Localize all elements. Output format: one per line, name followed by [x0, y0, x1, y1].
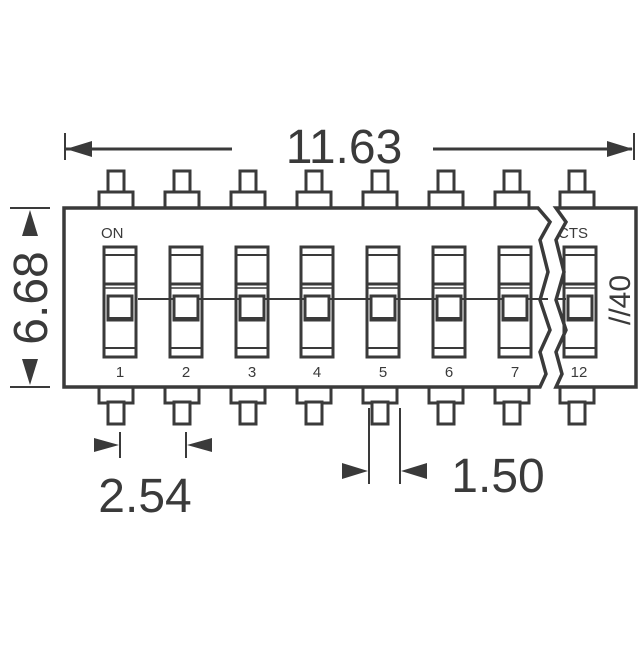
arrow-down-icon — [22, 359, 38, 385]
top-pins — [97, 169, 596, 210]
arrow-left-icon — [401, 463, 427, 479]
pitch-dimension: 2.54 — [94, 432, 212, 523]
on-label: ON — [101, 225, 124, 242]
switch-numbers: 1 2 3 4 5 6 7 12 — [116, 364, 588, 381]
switch-number: 4 — [313, 364, 321, 381]
switch-number: 2 — [182, 364, 190, 381]
switch-number: 12 — [571, 364, 588, 381]
pin-width-dimension: 1.50 — [342, 408, 545, 503]
width-dimension: 11.63 — [64, 121, 635, 174]
brand-label: CTS — [558, 225, 588, 242]
switch-number: 3 — [248, 364, 256, 381]
arrow-right-icon — [94, 438, 119, 452]
bottom-pins — [97, 385, 596, 426]
switch-number: 7 — [511, 364, 519, 381]
switch-number: 5 — [379, 364, 387, 381]
arrow-left-icon — [187, 438, 212, 452]
pin-width-label: 1.50 — [451, 450, 544, 503]
height-dimension: 6.68 — [5, 207, 58, 388]
arrow-left-icon — [66, 141, 92, 157]
series-label: //40 — [604, 275, 637, 325]
arrow-right-icon — [607, 141, 633, 157]
overall-width-label: 11.63 — [286, 121, 403, 174]
arrow-up-icon — [22, 210, 38, 236]
arrow-right-icon — [342, 463, 368, 479]
height-label: 6.68 — [5, 251, 58, 344]
switch-number: 1 — [116, 364, 124, 381]
pitch-label: 2.54 — [98, 470, 191, 523]
switch-number: 6 — [445, 364, 453, 381]
